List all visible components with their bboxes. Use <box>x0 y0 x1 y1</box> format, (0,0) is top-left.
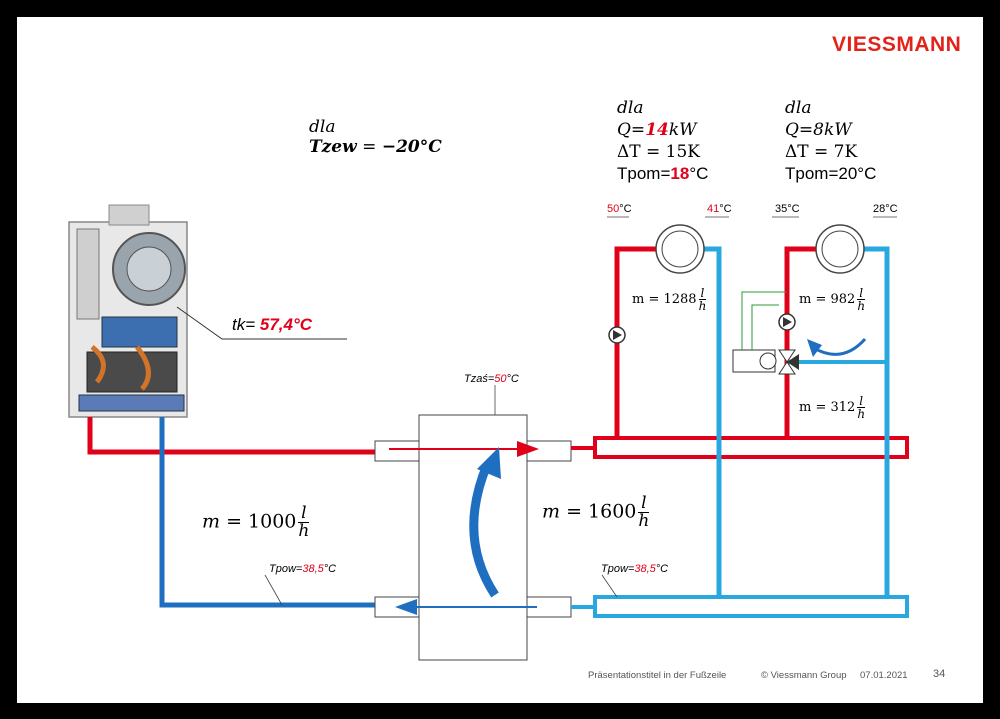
circuit2-header: dla Q=8kW ΔT = 7K Tpom=20°C <box>785 98 877 183</box>
return-manifold <box>593 595 909 618</box>
separator-outlet-right-top <box>526 440 572 462</box>
condition-tzew: Tzew = −20°C <box>309 137 442 157</box>
radiator1-icon <box>655 224 705 274</box>
boiler-supply-pipe <box>87 417 377 455</box>
tk-leader-line <box>176 306 347 340</box>
separator-inlet-left-top <box>374 440 420 462</box>
condition-dla-label: dla <box>309 117 336 137</box>
circuit1-return-pipe <box>703 246 722 597</box>
hydraulic-diagram <box>68 204 909 661</box>
circuit1-header: dla Q=14kW ΔT = 15K Tpom=18°C <box>617 98 709 183</box>
boiler-icon <box>68 204 188 418</box>
flow-arrow-right-icon <box>517 441 539 457</box>
tpow-right-label: Tpow=38,5°C <box>601 563 669 575</box>
footer-company: © Viessmann Group <box>761 670 847 681</box>
circuit2-return-pipe <box>863 246 890 597</box>
control-line-1 <box>741 291 787 350</box>
circuit2-return-temp: 28°C <box>873 203 898 215</box>
circuit2-supply-pipe <box>784 246 817 438</box>
mixing-arrow-curve <box>469 463 499 598</box>
circuit1-supply-temp: 50°C <box>607 203 632 215</box>
circuit1-supply-pipe <box>614 246 657 438</box>
control-line-2 <box>751 304 779 350</box>
footer-date: 07.01.2021 <box>860 670 908 681</box>
viessmann-logo: VIESSMANN <box>832 33 962 56</box>
supply-manifold <box>593 436 909 459</box>
boiler-temp-tk: tk= 57,4°C <box>232 315 313 334</box>
boiler-return-pipe <box>159 417 377 608</box>
mixing-arrow-up-icon <box>477 447 501 479</box>
slide: VIESSMANN dla Tzew = −20°C dla Q=14kW ΔT… <box>17 17 983 703</box>
footer-page-number: 34 <box>933 668 946 680</box>
circuit2-flow-arrow-icon <box>807 339 822 357</box>
mixing-valve-icon <box>732 349 799 375</box>
circuit1-return-temp: 41°C <box>707 203 732 215</box>
tzas-label: Tzaś=50°C <box>464 373 519 385</box>
flow-arrow-left-icon <box>395 599 417 615</box>
tpow-left-label: Tpow=38,5°C <box>269 563 337 575</box>
radiator2-icon <box>815 224 865 274</box>
footer-title: Präsentationstitel in der Fußzeile <box>588 670 727 681</box>
circuit2-supply-temp: 35°C <box>775 203 800 215</box>
